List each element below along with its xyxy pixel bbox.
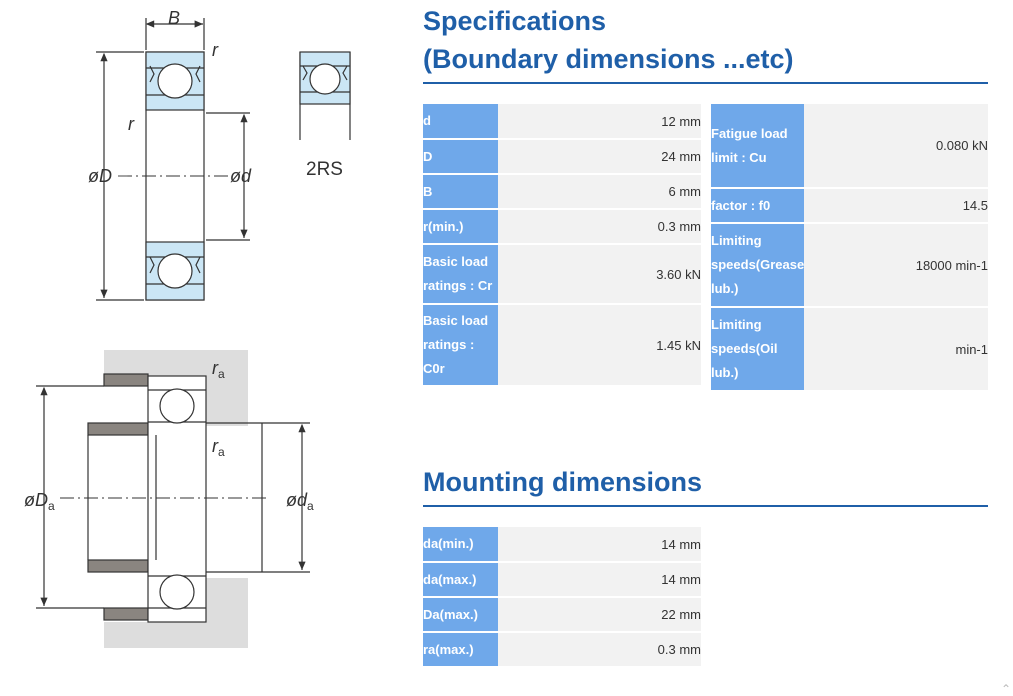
spec-label: Limiting speeds(Oil lub.) <box>711 307 805 391</box>
mounting-drawing <box>36 350 310 648</box>
spec-table-right: Fatigue load limit : Cu 0.080 kN factor … <box>711 104 988 392</box>
label-2rs: 2RS <box>306 159 343 180</box>
spec-value: 14.5 <box>804 188 988 223</box>
table-row: ra(max.) 0.3 mm <box>423 632 701 667</box>
spec-label: Fatigue load limit : Cu <box>711 104 805 188</box>
spec-label: D <box>423 139 498 174</box>
spec-value: 0.080 kN <box>804 104 988 188</box>
table-row: da(min.) 14 mm <box>423 527 701 562</box>
table-row: da(max.) 14 mm <box>423 562 701 597</box>
mounting-value: 0.3 mm <box>498 632 701 667</box>
spec-label: r(min.) <box>423 209 498 244</box>
table-row: D 24 mm <box>423 139 701 174</box>
spec-label: d <box>423 104 498 139</box>
spec-value: 3.60 kN <box>498 244 701 304</box>
table-row: Basic load ratings : C0r 1.45 kN <box>423 304 701 386</box>
mounting-divider <box>423 505 988 507</box>
mounting-value: 22 mm <box>498 597 701 632</box>
mounting-title: Mounting dimensions <box>423 467 702 497</box>
mounting-table: da(min.) 14 mm da(max.) 14 mm Da(max.) 2… <box>423 527 701 668</box>
spec-value: 1.45 kN <box>498 304 701 386</box>
label-housing-diameter: øDa <box>24 490 55 513</box>
mounting-value: 14 mm <box>498 562 701 597</box>
mounting-label: da(min.) <box>423 527 498 562</box>
label-bore-diameter: ød <box>230 166 252 186</box>
spec-table-left: d 12 mm D 24 mm B 6 mm r(min.) 0.3 mm Ba… <box>423 104 701 387</box>
mounting-label: ra(max.) <box>423 632 498 667</box>
label-r-top: r <box>212 40 219 60</box>
label-ra-mid: ra <box>212 436 225 459</box>
table-row: Limiting speeds(Oil lub.) min-1 <box>711 307 988 391</box>
label-outer-diameter: øD <box>88 166 112 186</box>
table-row: Limiting speeds(Grease lub.) 18000 min-1 <box>711 223 988 307</box>
spec-label: Basic load ratings : C0r <box>423 304 498 386</box>
table-row: Fatigue load limit : Cu 0.080 kN <box>711 104 988 188</box>
table-row: factor : f0 14.5 <box>711 188 988 223</box>
specifications-title: Specifications (Boundary dimensions ...e… <box>423 2 988 78</box>
spec-label: factor : f0 <box>711 188 805 223</box>
specifications-title-line1: Specifications <box>423 6 607 36</box>
spec-label: B <box>423 174 498 209</box>
table-row: Da(max.) 22 mm <box>423 597 701 632</box>
spec-label: Basic load ratings : Cr <box>423 244 498 304</box>
mounting-label: da(max.) <box>423 562 498 597</box>
spec-value: 12 mm <box>498 104 701 139</box>
label-ra-top: ra <box>212 358 225 381</box>
spec-value: 24 mm <box>498 139 701 174</box>
mounting-label: Da(max.) <box>423 597 498 632</box>
table-row: r(min.) 0.3 mm <box>423 209 701 244</box>
seal-2rs-drawing <box>299 51 351 140</box>
label-r-left: r <box>128 114 135 134</box>
label-shaft-diameter: øda <box>286 490 314 513</box>
table-row: B 6 mm <box>423 174 701 209</box>
spec-value: min-1 <box>804 307 988 391</box>
specifications-divider <box>423 82 988 84</box>
spec-value: 18000 min-1 <box>804 223 988 307</box>
specifications-title-line2: (Boundary dimensions ...etc) <box>423 44 794 74</box>
chevron-up-icon[interactable]: ⌃ <box>1000 682 1011 696</box>
spec-value: 6 mm <box>498 174 701 209</box>
table-row: Basic load ratings : Cr 3.60 kN <box>423 244 701 304</box>
spec-label: Limiting speeds(Grease lub.) <box>711 223 804 307</box>
label-b: B <box>168 8 180 28</box>
bearing-cross-section <box>96 18 250 301</box>
bearing-drawing: B r r øD ød 2RS <box>24 8 351 648</box>
table-row: d 12 mm <box>423 104 701 139</box>
mounting-value: 14 mm <box>498 527 701 562</box>
spec-value: 0.3 mm <box>498 209 701 244</box>
